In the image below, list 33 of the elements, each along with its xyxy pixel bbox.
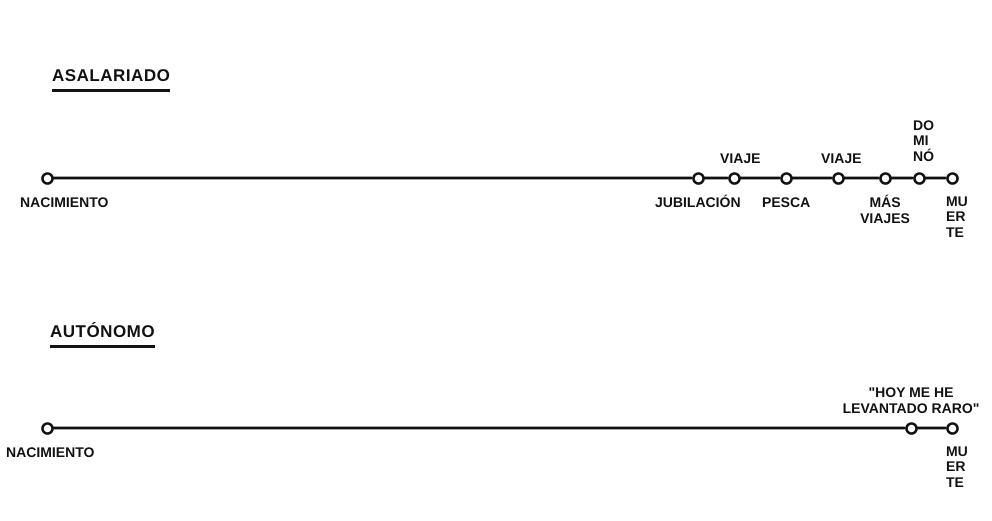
section-heading: ASALARIADO: [52, 66, 170, 92]
section-heading: AUTÓNOMO: [50, 322, 156, 348]
circle-marker: [780, 172, 792, 184]
timeline-segment: [844, 176, 880, 180]
timeline-segment: [792, 176, 832, 180]
circle-marker: [878, 172, 892, 184]
timeline-label: NACIMIENTO: [20, 194, 108, 210]
circle-marker: [40, 172, 54, 184]
circle-marker: [832, 172, 844, 184]
circle-marker: [904, 422, 918, 434]
timeline-label: VIAJE: [720, 150, 760, 166]
timeline-segment: [916, 426, 946, 430]
timeline-label: "HOY ME HE LEVANTADO RARO": [842, 384, 980, 416]
timeline-label: MUERTE: [946, 194, 969, 240]
timeline-segment: [890, 176, 914, 180]
timeline-segment: [52, 426, 906, 430]
timeline-segment: [924, 176, 946, 180]
circle-marker: [692, 172, 704, 184]
timeline-label: MUERTE: [946, 444, 969, 490]
timeline-segment: [52, 176, 692, 180]
circle-marker: [946, 422, 958, 434]
timeline-label: MÁS VIAJES: [859, 194, 911, 226]
timeline-segment: [704, 176, 728, 180]
circle-marker: [946, 172, 958, 184]
timeline-label: VIAJE: [821, 150, 862, 166]
timeline-label: DOMINÓ: [913, 118, 935, 164]
circle-marker: [40, 422, 54, 434]
timeline-label: NACIMIENTO: [6, 444, 94, 460]
timeline-segment: [740, 176, 780, 180]
timeline-label: JUBILACIÓN: [655, 194, 741, 210]
timeline-label: PESCA: [762, 194, 810, 210]
circle-marker: [728, 172, 740, 184]
circle-marker: [912, 172, 926, 184]
